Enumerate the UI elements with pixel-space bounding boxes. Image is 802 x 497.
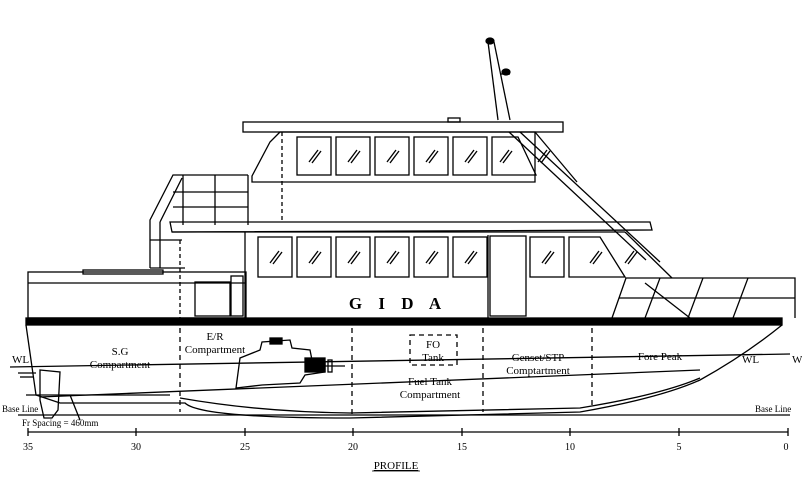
compartment-label: S.G <box>112 346 129 358</box>
bridge-deck <box>242 117 661 263</box>
vessel-name: G I D A <box>349 294 447 313</box>
compartment-label: Compartment <box>90 359 151 371</box>
frame-number: 35 <box>23 442 33 453</box>
frame-number: 5 <box>677 442 682 453</box>
wl-left-label: WL <box>12 354 29 366</box>
wl-right-label: WL <box>742 354 759 366</box>
frame-number: 30 <box>131 442 141 453</box>
compartment-label: Compartment <box>400 389 461 401</box>
frame-scale <box>27 428 789 436</box>
compartment-label: FO <box>426 339 440 351</box>
compartment-label: Fore Peak <box>638 351 683 363</box>
compartment-label: Compartment <box>185 344 246 356</box>
frame-number: 15 <box>457 442 467 453</box>
frame-number: 25 <box>240 442 250 453</box>
compartment-label: Genset/STP <box>512 352 565 364</box>
frame-spacing-label: Fr Spacing = 460mm <box>22 418 98 428</box>
compartment-label: Comptartment <box>506 365 570 377</box>
frame-number: 0 <box>784 442 789 453</box>
bridge-windows <box>296 136 551 176</box>
upper-railing <box>149 174 249 268</box>
foredeck-railing <box>611 277 796 319</box>
aft-deck <box>27 240 247 319</box>
frame-numbers: 35 30 25 20 15 10 5 0 <box>23 442 789 453</box>
compartment-labels: S.G Compartment E/R Compartment FO Tank … <box>90 331 683 401</box>
drawing-title: PROFILE <box>374 460 419 472</box>
compartment-label: Fuel Tank <box>408 376 452 388</box>
main-windows <box>257 236 638 278</box>
main-cabin <box>169 221 673 318</box>
base-line-right-label: Base Line <box>755 404 791 414</box>
deck-band <box>25 317 783 326</box>
compartment-label: E/R <box>206 331 224 343</box>
frame-number: 20 <box>348 442 358 453</box>
wl-far-right-label: W <box>792 354 802 366</box>
frame-number: 10 <box>565 442 575 453</box>
engine-block <box>235 337 345 389</box>
compartment-label: Tank <box>422 352 444 364</box>
mast <box>485 37 511 121</box>
bulkheads <box>179 328 593 415</box>
base-line-left-label: Base Line <box>2 404 38 414</box>
reference-lines <box>9 353 791 416</box>
hull <box>25 324 783 421</box>
